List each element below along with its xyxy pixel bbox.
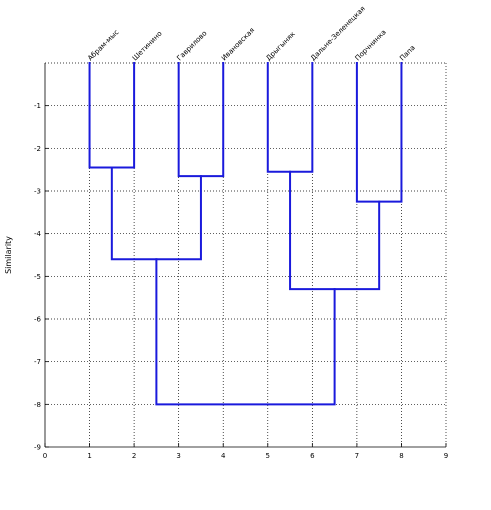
- dendrogram-link: [177, 62, 225, 178]
- leaf-label: Порчнинка: [354, 28, 388, 62]
- x-tick-label: 6: [310, 452, 315, 460]
- axes: [44, 63, 447, 448]
- y-tick-label: -8: [34, 401, 41, 409]
- y-tick-label: -9: [34, 444, 41, 452]
- dendrogram-link: [266, 62, 314, 173]
- leaf-label: Гаврилово: [175, 29, 208, 62]
- dendrogram-links: [88, 62, 403, 406]
- x-tick-label: 1: [87, 452, 91, 460]
- grid-lines: [45, 62, 447, 447]
- y-tick-label: -6: [34, 316, 42, 324]
- y-tick-label: -5: [34, 273, 41, 281]
- x-tick-label: 5: [266, 452, 270, 460]
- y-tick-label: -1: [34, 102, 41, 110]
- dendrogram-link: [88, 62, 136, 169]
- dendrogram-link: [155, 258, 336, 406]
- dendrogram-link: [289, 170, 381, 291]
- x-tick-label: 9: [444, 452, 448, 460]
- y-tick-label: -2: [34, 145, 41, 153]
- y-axis-label: Similarity: [4, 236, 13, 274]
- x-tick-label: 2: [132, 452, 136, 460]
- y-tick-label: -3: [34, 188, 41, 196]
- x-tick-label: 8: [399, 452, 403, 460]
- leaf-label: Абрам-мыс: [86, 28, 120, 62]
- x-tick-label: 0: [43, 452, 47, 460]
- leaf-label: Шетинино: [131, 30, 164, 63]
- leaf-label: Папа: [398, 44, 417, 63]
- y-tick-label: -4: [34, 230, 42, 238]
- x-tick-label: 4: [221, 452, 226, 460]
- x-tick-label: 7: [355, 452, 359, 460]
- dendrogram-link: [355, 62, 403, 203]
- y-tick-label: -7: [34, 358, 41, 366]
- leaf-label: Дрыгыняк: [265, 30, 297, 62]
- labels: 0 1 2 3 4 5 6 7 8 9 -9 -8 -7 -6 -5 -4 -3 -2 -1 Абрам-мыс Шет…: [34, 5, 448, 460]
- dendrogram-link: [110, 166, 202, 261]
- leaf-label: Ивановская: [220, 26, 256, 62]
- x-tick-label: 3: [176, 452, 180, 460]
